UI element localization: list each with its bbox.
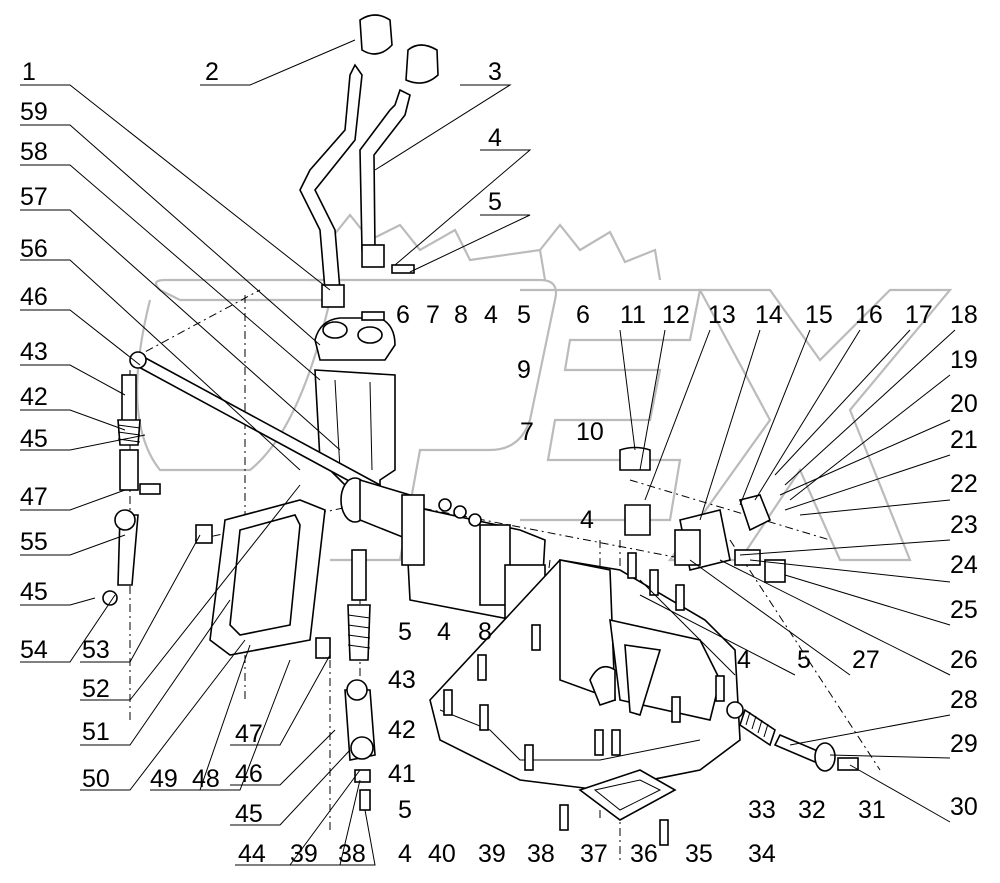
label-51: 51	[82, 718, 110, 746]
label-45c: 45	[235, 800, 263, 828]
label-50: 50	[82, 765, 110, 793]
left-linkage	[102, 374, 161, 606]
leader-lines	[20, 39, 532, 866]
label-22: 22	[950, 470, 978, 498]
label-24: 24	[950, 551, 978, 579]
label-15: 15	[805, 301, 833, 329]
lever-boots	[314, 317, 396, 361]
label-45b: 45	[20, 578, 48, 606]
bolts	[195, 264, 725, 846]
label-12: 12	[662, 301, 690, 329]
label-28: 28	[950, 686, 978, 714]
label-4b: 4	[484, 301, 498, 329]
label-57: 57	[20, 183, 48, 211]
label-39: 39	[290, 840, 318, 868]
label-18: 18	[950, 301, 978, 329]
label-31: 31	[858, 796, 886, 824]
label-40: 40	[428, 840, 456, 868]
valve-cylinder	[340, 477, 546, 626]
label-59: 59	[20, 98, 48, 126]
label-5c: 5	[398, 618, 412, 646]
label-34: 34	[748, 840, 776, 868]
label-37: 37	[580, 840, 608, 868]
label-4: 4	[488, 124, 502, 152]
label-47b: 47	[235, 720, 263, 748]
leader-lines-right	[619, 329, 956, 823]
spring-assembly	[726, 701, 859, 772]
label-54: 54	[20, 636, 48, 664]
label-44: 44	[238, 840, 266, 868]
label-5: 5	[488, 188, 502, 216]
label-1: 1	[22, 58, 36, 86]
label-30: 30	[950, 793, 978, 821]
label-42b: 42	[388, 716, 416, 744]
gear-lever-left	[299, 14, 393, 308]
callout-labels: 1 59 58 57 56 46 43 42 45 47 55 45 54 53…	[20, 58, 978, 868]
label-10: 10	[576, 418, 604, 446]
label-3: 3	[488, 58, 502, 86]
label-17: 17	[905, 301, 933, 329]
label-55: 55	[20, 528, 48, 556]
label-16: 16	[855, 301, 883, 329]
label-45: 45	[20, 425, 48, 453]
gear-lever-right	[359, 44, 439, 268]
label-33: 33	[748, 796, 776, 824]
label-4c: 4	[580, 506, 594, 534]
label-25: 25	[950, 596, 978, 624]
label-43b: 43	[388, 666, 416, 694]
label-58: 58	[20, 138, 48, 166]
label-35: 35	[685, 840, 713, 868]
right-valve-assembly	[619, 446, 786, 583]
label-46: 46	[20, 283, 48, 311]
label-2: 2	[205, 58, 219, 86]
label-52: 52	[82, 675, 110, 703]
label-8b: 8	[478, 618, 492, 646]
label-38b: 38	[527, 840, 555, 868]
label-27: 27	[852, 646, 880, 674]
watermark-logo	[136, 213, 953, 562]
label-48: 48	[192, 765, 220, 793]
label-6b: 6	[576, 301, 590, 329]
label-43: 43	[20, 338, 48, 366]
label-5b: 5	[517, 301, 531, 329]
label-20: 20	[950, 390, 978, 418]
label-5d: 5	[797, 646, 811, 674]
cover-plate	[578, 769, 677, 821]
label-7: 7	[426, 301, 440, 329]
label-5e: 5	[398, 796, 412, 824]
label-42: 42	[20, 383, 48, 411]
label-41: 41	[388, 760, 416, 788]
label-53: 53	[82, 636, 110, 664]
label-39b: 39	[478, 840, 506, 868]
label-32: 32	[798, 796, 826, 824]
gasket-plate	[209, 499, 326, 656]
transmission-housing	[429, 559, 741, 791]
label-11: 11	[620, 301, 646, 329]
label-56: 56	[20, 235, 48, 263]
label-29: 29	[950, 730, 978, 758]
label-4e: 4	[737, 646, 751, 674]
label-4d: 4	[437, 618, 451, 646]
label-7b: 7	[520, 418, 534, 446]
label-26: 26	[950, 646, 978, 674]
label-49: 49	[150, 765, 178, 793]
label-8: 8	[454, 301, 468, 329]
label-38: 38	[338, 840, 366, 868]
label-23: 23	[950, 511, 978, 539]
label-36: 36	[630, 840, 658, 868]
label-9: 9	[517, 356, 531, 384]
middle-linkage	[344, 549, 376, 811]
label-47: 47	[20, 483, 48, 511]
label-21: 21	[950, 426, 978, 454]
label-4f: 4	[398, 840, 412, 868]
label-14: 14	[755, 301, 783, 329]
label-6: 6	[396, 301, 410, 329]
label-46b: 46	[235, 760, 263, 788]
label-19: 19	[950, 346, 978, 374]
label-13: 13	[708, 301, 736, 329]
